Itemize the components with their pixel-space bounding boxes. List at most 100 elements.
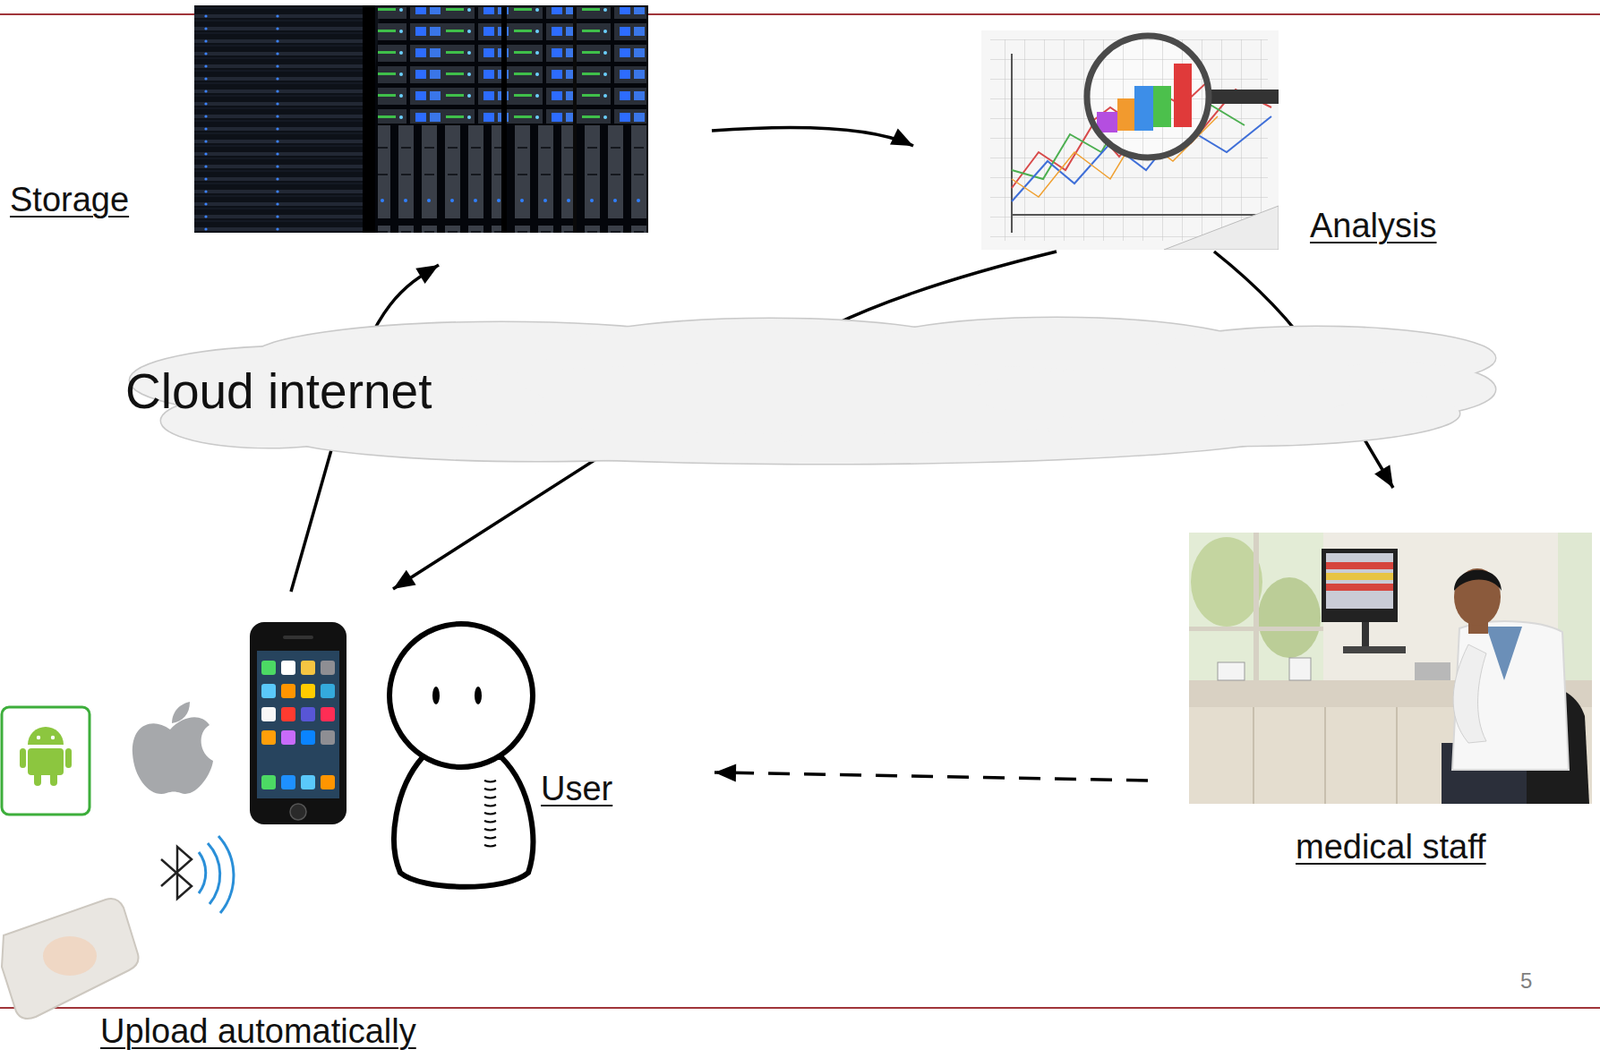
server-rack-photo-part bbox=[194, 5, 649, 233]
connector bbox=[714, 763, 1148, 782]
app-icons-part bbox=[320, 707, 335, 722]
smartphone-part bbox=[282, 635, 314, 640]
app-icons-part bbox=[281, 775, 296, 790]
apple-logo-part bbox=[132, 717, 214, 795]
server-rack-photo-part bbox=[194, 5, 365, 233]
app-icons-part bbox=[281, 730, 296, 745]
app-icons-part bbox=[300, 684, 316, 699]
bottom-rule bbox=[0, 1007, 1600, 1010]
analysis-chart-photo-part bbox=[1010, 53, 1013, 233]
arrow-head bbox=[714, 763, 736, 782]
user-figure-part bbox=[432, 686, 440, 705]
medical-staff-photo-part bbox=[1321, 548, 1398, 623]
smartphone-part bbox=[256, 650, 340, 799]
medical-staff-photo-part bbox=[1452, 621, 1569, 771]
arrow-head bbox=[1374, 464, 1394, 488]
medical-staff-photo-part bbox=[1253, 532, 1259, 694]
caption-label: Upload automatically bbox=[100, 1013, 417, 1052]
medical-staff-photo-part bbox=[1395, 707, 1398, 805]
medical-staff-photo-part bbox=[1326, 583, 1394, 591]
medical-staff-photo-part bbox=[1326, 553, 1394, 609]
sensor-device-part bbox=[1, 898, 139, 1019]
app-icons-part bbox=[300, 707, 316, 722]
arrow-head bbox=[415, 265, 439, 284]
smartphone-part bbox=[249, 622, 347, 825]
cloud-fill bbox=[966, 367, 1361, 421]
server-rack-photo-part bbox=[501, 5, 507, 233]
medical-staff-photo-part bbox=[1289, 658, 1311, 681]
medical-staff-node: medical staff bbox=[1189, 532, 1597, 873]
node-label: Analysis bbox=[1309, 206, 1438, 247]
medical-staff-photo-part bbox=[1217, 662, 1245, 681]
storage-node: Storage bbox=[7, 5, 651, 235]
user-figure bbox=[389, 624, 533, 888]
analysis-chart-photo-part bbox=[981, 30, 1279, 250]
user-figure-part bbox=[393, 757, 533, 888]
app-icons-part bbox=[261, 660, 276, 676]
medical-staff-photo-part bbox=[1453, 644, 1487, 744]
android-logo-part bbox=[51, 735, 55, 740]
medical-staff-photo-part bbox=[1189, 532, 1324, 694]
bluetooth-icon-part bbox=[218, 836, 234, 914]
android-logo-part bbox=[65, 748, 72, 769]
app-icons-part bbox=[320, 730, 335, 745]
server-rack-photo-part bbox=[362, 5, 376, 233]
android-logo-part bbox=[34, 771, 42, 787]
server-rack-photo-part bbox=[377, 125, 647, 233]
smartphone-part bbox=[290, 804, 307, 821]
app-icons-part bbox=[261, 707, 276, 722]
android-logo bbox=[1, 707, 90, 815]
cloud-node: Cloud internet bbox=[125, 308, 1506, 471]
node-label: Cloud internet bbox=[125, 363, 432, 420]
medical-staff-photo bbox=[1189, 532, 1592, 805]
server-rack-photo-part bbox=[573, 5, 577, 233]
page-number: 5 bbox=[1520, 968, 1532, 994]
android-logo-part bbox=[1, 707, 90, 815]
bluetooth-icon bbox=[161, 836, 234, 914]
medical-staff-photo-part bbox=[1189, 626, 1324, 632]
analysis-chart-photo bbox=[981, 30, 1279, 250]
medical-staff-photo-part bbox=[1257, 577, 1321, 659]
arrow-head bbox=[889, 128, 914, 146]
app-icons-part bbox=[261, 775, 276, 790]
user-figure-part bbox=[474, 686, 482, 705]
app-icons-part bbox=[320, 660, 335, 676]
medical-staff-photo-part bbox=[1454, 568, 1501, 626]
user-figure-part bbox=[484, 780, 497, 848]
app-icons-part bbox=[261, 730, 276, 745]
connector bbox=[711, 127, 914, 146]
analysis-chart-photo-part-part bbox=[1173, 63, 1192, 128]
android-logo-part bbox=[50, 771, 58, 787]
bluetooth-icon-part bbox=[161, 847, 192, 899]
node-label: User bbox=[540, 770, 613, 810]
medical-staff-photo-part bbox=[1361, 622, 1369, 650]
analysis-chart-photo-part bbox=[1204, 89, 1279, 104]
app-icons-part bbox=[300, 660, 316, 676]
analysis-node: Analysis bbox=[981, 30, 1483, 255]
sensor-device-part bbox=[42, 936, 97, 976]
connector-line bbox=[714, 772, 1148, 781]
app-icons-part bbox=[281, 660, 296, 676]
analysis-chart-photo-part-part bbox=[1083, 32, 1218, 167]
apple-logo-part bbox=[171, 701, 190, 724]
app-icons-part bbox=[320, 775, 335, 790]
app-icons-part bbox=[261, 684, 276, 699]
user-node: User bbox=[241, 617, 636, 891]
medical-staff-photo-part bbox=[1326, 573, 1394, 581]
medical-staff-photo-part bbox=[1190, 537, 1263, 627]
bluetooth-icon-part bbox=[198, 852, 206, 894]
label-holder: 5 bbox=[1520, 968, 1532, 994]
analysis-chart-photo-part bbox=[1086, 35, 1209, 158]
analysis-chart-photo-part-part bbox=[1134, 85, 1154, 131]
app-icons-part bbox=[300, 730, 316, 745]
node-label: Storage bbox=[9, 180, 129, 221]
medical-staff-photo-part bbox=[1343, 646, 1406, 654]
analysis-chart-photo-part-part bbox=[1117, 98, 1135, 131]
medical-staff-photo-part bbox=[1486, 626, 1523, 681]
apple-logo bbox=[132, 701, 214, 795]
user-figure-part bbox=[389, 624, 533, 768]
android-logo-part bbox=[36, 735, 41, 740]
